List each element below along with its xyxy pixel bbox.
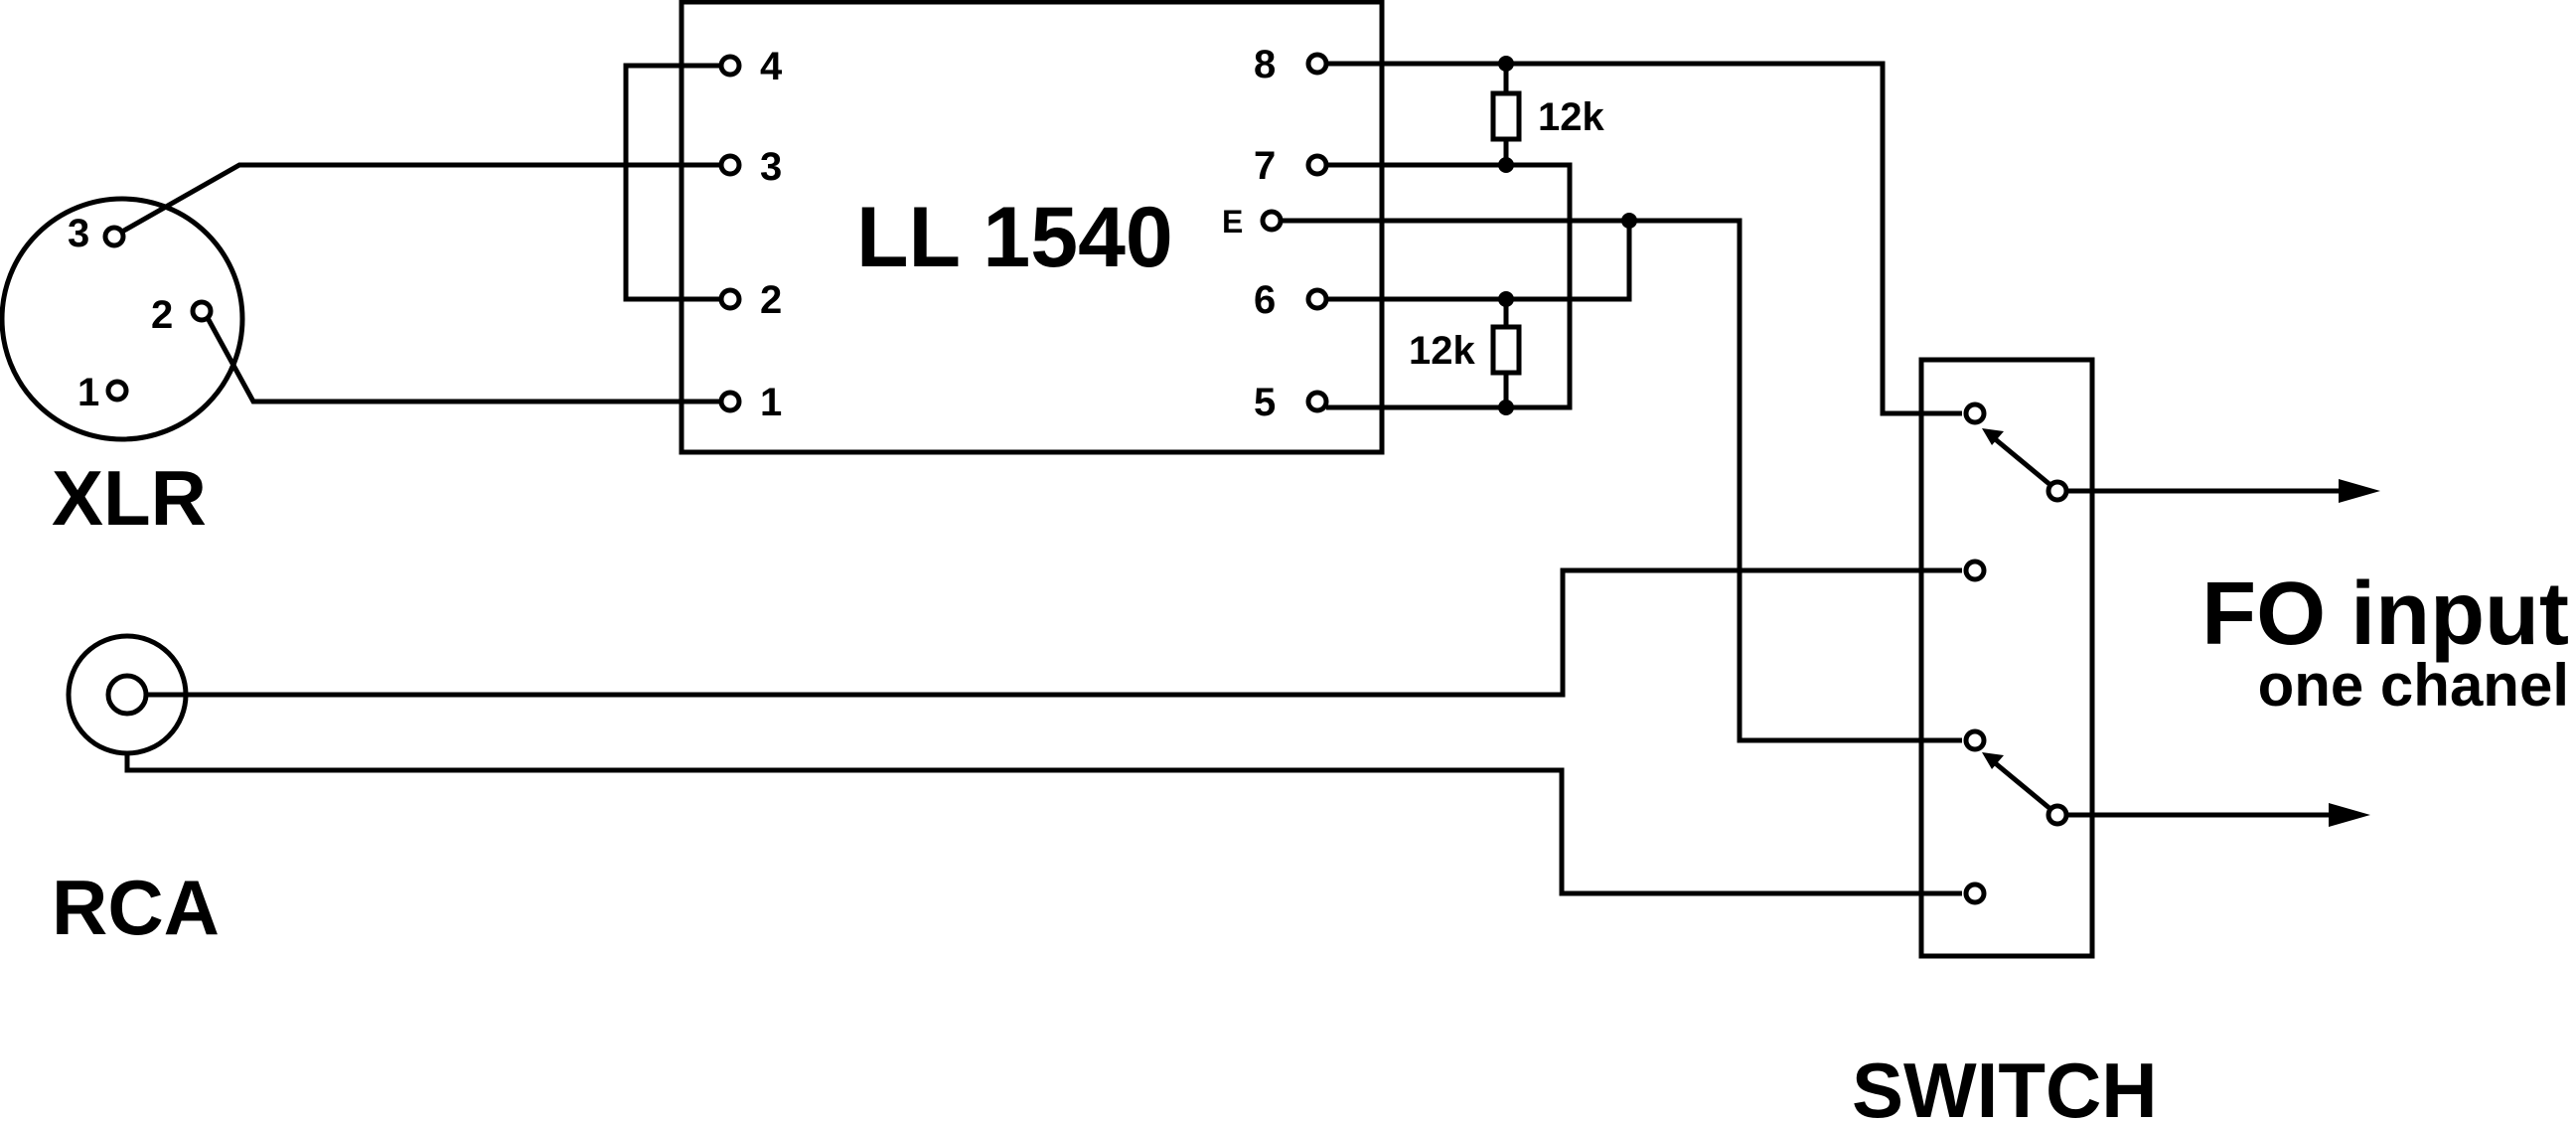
wire-pin6 xyxy=(1326,221,1632,302)
chip-pin-3-terminal xyxy=(718,153,742,177)
switch-contact-top-1 xyxy=(1963,401,1987,425)
chip-pin-2-terminal xyxy=(718,287,742,311)
chip-label: LL 1540 xyxy=(856,190,1173,285)
xlr-pin-3-terminal xyxy=(102,225,126,248)
wire-pine-to-switch xyxy=(1281,218,1962,743)
resistor-bottom-label: 12k xyxy=(1409,329,1475,373)
chip-pin-5-label: 5 xyxy=(1254,381,1276,424)
chip-pin-6-terminal xyxy=(1305,287,1329,311)
chip-pin-5-terminal xyxy=(1305,390,1329,413)
wire-rca-ground xyxy=(124,753,1962,896)
chip-pin-2-label: 2 xyxy=(760,278,782,322)
output-title: FO input xyxy=(2201,564,2569,664)
wire-xlr3-to-pin3 xyxy=(120,162,721,235)
junction-nodes xyxy=(1498,56,1637,415)
wire-pin4-to-pin2 xyxy=(623,63,721,302)
xlr-label: XLR xyxy=(52,454,207,542)
junction-node xyxy=(1498,157,1514,173)
wire-pin7 xyxy=(1326,162,1573,410)
output-arrow-top xyxy=(2339,479,2380,503)
wires xyxy=(120,61,1962,896)
output-subtitle: one chanel xyxy=(2258,652,2569,719)
chip-body xyxy=(679,0,1385,455)
chip-pin-6-label: 6 xyxy=(1254,278,1276,322)
resistor-top xyxy=(1490,90,1522,142)
rca-label: RCA xyxy=(52,864,220,951)
switch-contact-top-2 xyxy=(1963,559,1987,582)
chip-pin-4-label: 4 xyxy=(760,45,783,88)
switch-common-top xyxy=(2046,479,2069,503)
xlr-body xyxy=(0,196,245,442)
switch: SWITCH xyxy=(1852,357,2158,1124)
switch-lever-top xyxy=(1991,435,2052,487)
resistor-bottom xyxy=(1490,324,1522,376)
chip-pin-1-label: 1 xyxy=(760,381,782,424)
switch-lever-bottom-arrowhead xyxy=(1982,752,2004,769)
chip-pin-e-label: E xyxy=(1222,204,1243,240)
wire-xlr2-to-pin1 xyxy=(205,316,721,404)
xlr-pin-1-terminal xyxy=(105,379,129,402)
junction-node xyxy=(1621,213,1637,229)
xlr-connector: 3 2 1 XLR xyxy=(0,196,245,542)
xlr-pin-2-terminal xyxy=(190,299,214,323)
outputs: FO input one chanel xyxy=(2066,479,2569,827)
switch-contact-bottom-1 xyxy=(1963,728,1987,752)
chip-pin-8-label: 8 xyxy=(1254,43,1276,86)
junction-node xyxy=(1498,291,1514,307)
wire-rca-center xyxy=(146,567,1962,698)
chip-pin-7-label: 7 xyxy=(1254,144,1276,188)
xlr-pin-1-label: 1 xyxy=(77,371,99,414)
switch-body xyxy=(1918,357,2095,959)
ll1540-transformer: LL 1540 4 3 2 1 8 7 E 6 5 xyxy=(679,0,1385,455)
switch-contact-bottom-2 xyxy=(1963,882,1987,905)
xlr-pin-3-label: 3 xyxy=(68,212,89,255)
resistors: 12k 12k xyxy=(1409,90,1604,376)
chip-pin-8-terminal xyxy=(1305,52,1329,76)
switch-common-bottom xyxy=(2046,803,2069,827)
rca-inner-ring xyxy=(105,673,149,717)
switch-lever-top-arrowhead xyxy=(1982,428,2004,445)
switch-lever-bottom xyxy=(1991,759,2052,811)
chip-pin-1-terminal xyxy=(718,390,742,413)
resistor-top-label: 12k xyxy=(1538,95,1604,139)
chip-pin-e-terminal xyxy=(1260,209,1284,233)
chip-pin-4-terminal xyxy=(718,54,742,78)
chip-pin-3-label: 3 xyxy=(760,145,782,189)
chip-pin-7-terminal xyxy=(1305,153,1329,177)
junction-node xyxy=(1498,56,1514,72)
xlr-pin-2-label: 2 xyxy=(151,293,173,337)
output-arrow-bottom xyxy=(2329,803,2370,827)
rca-connector: RCA xyxy=(52,633,220,951)
junction-node xyxy=(1498,400,1514,415)
switch-label: SWITCH xyxy=(1852,1046,2158,1124)
